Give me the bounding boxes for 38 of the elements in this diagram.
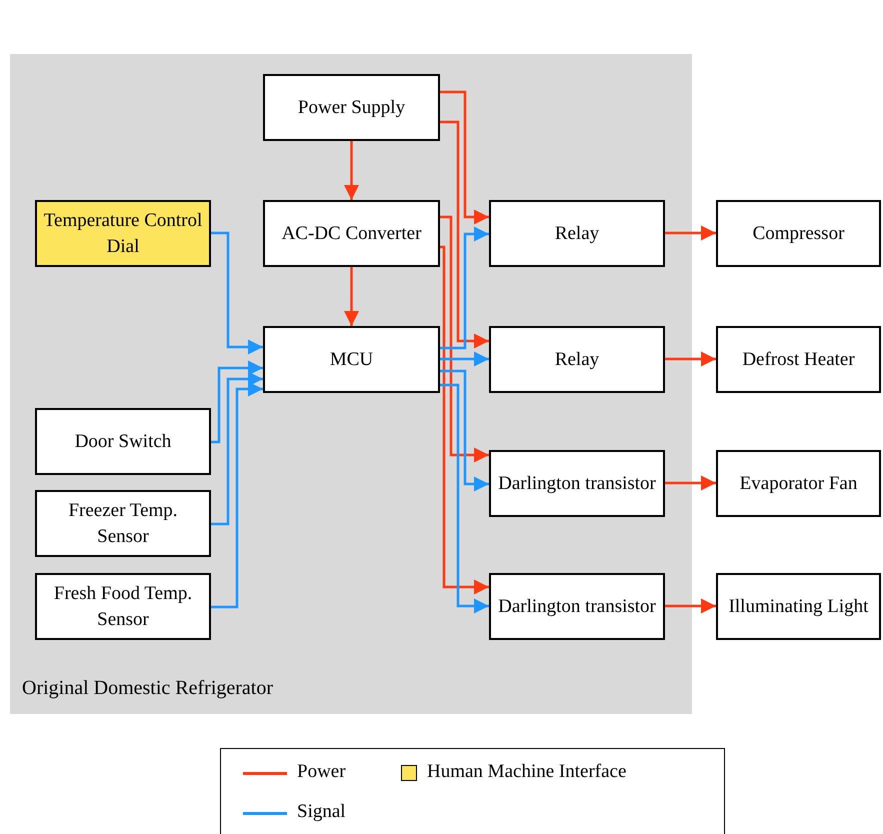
component-box: Illuminating Light [716,573,881,640]
arrow [344,267,359,326]
arrow [440,226,489,350]
arrow [344,141,359,200]
component-box: Relay [489,200,665,267]
component-box: Door Switch [35,408,211,475]
component-box: Evaporator Fan [716,450,881,517]
component-box: Power Supply [263,74,440,141]
arrow [665,598,716,614]
component-box: Darlington transistor [489,573,665,640]
component-box: Darlington transistor [489,450,665,517]
arrow [665,476,716,490]
component-box: Freezer Temp. Sensor [35,490,211,557]
legend-label: Human Machine Interface [427,761,626,783]
component-box: MCU [263,326,440,393]
component-box: Relay [489,326,665,393]
arrow [440,384,489,614]
component-box: Fresh Food Temp. Sensor [35,573,211,640]
arrow [440,120,489,348]
legend-label: Signal [297,801,346,823]
arrow [211,372,263,526]
group-title: Original Domestic Refrigerator [22,677,274,700]
arrow [211,232,263,354]
arrow [211,360,263,444]
arrow [665,226,716,240]
arrow [440,90,489,224]
component-box: Compressor [716,200,881,267]
component-box: AC-DC Converter [263,200,440,267]
legend-label: Power [297,761,346,783]
arrow [440,370,489,492]
system-group-panel [10,54,692,714]
interface-box: Temperature Control Dial [35,200,211,267]
arrow [440,216,489,462]
arrow [440,352,489,366]
arrow [665,352,716,366]
arrow [211,382,263,608]
arrow [440,246,489,594]
component-box: Defrost Heater [716,326,881,393]
